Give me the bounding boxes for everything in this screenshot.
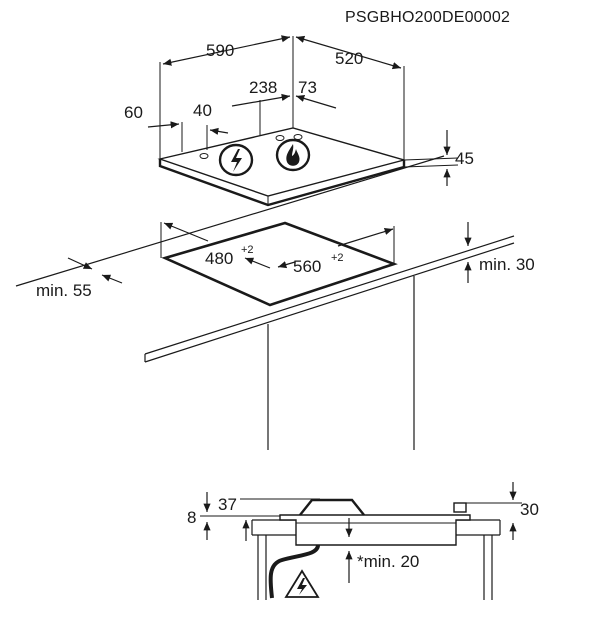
- dim-min-55: min. 55: [36, 281, 92, 300]
- dim-width-590: 590: [206, 41, 234, 60]
- dim-37: 37: [218, 495, 237, 514]
- gas-flame-icon: [275, 138, 311, 172]
- dim-height-45: 45: [455, 149, 474, 168]
- dim-min-30: min. 30: [479, 255, 535, 274]
- dim-30: 30: [520, 500, 539, 519]
- dim-60: 60: [124, 103, 143, 122]
- dim-238: 238: [249, 78, 277, 97]
- dim-cutout-560-tolerance: +2: [331, 252, 344, 264]
- dim-8: 8: [187, 508, 196, 527]
- dim-min-20: *min. 20: [357, 552, 419, 571]
- dim-cutout-480: 480: [205, 249, 233, 268]
- dim-40: 40: [193, 101, 212, 120]
- section-view: [251, 498, 501, 600]
- electric-hazard-warning-icon: [284, 569, 320, 598]
- dim-73: 73: [298, 78, 317, 97]
- dim-cutout-480-tolerance: +2: [241, 244, 254, 256]
- document-code: PSGBHO200DE00002: [345, 9, 510, 26]
- dim-depth-520: 520: [335, 49, 363, 68]
- dim-cutout-560: 560: [293, 257, 321, 276]
- electric-symbol-icon: [218, 143, 254, 177]
